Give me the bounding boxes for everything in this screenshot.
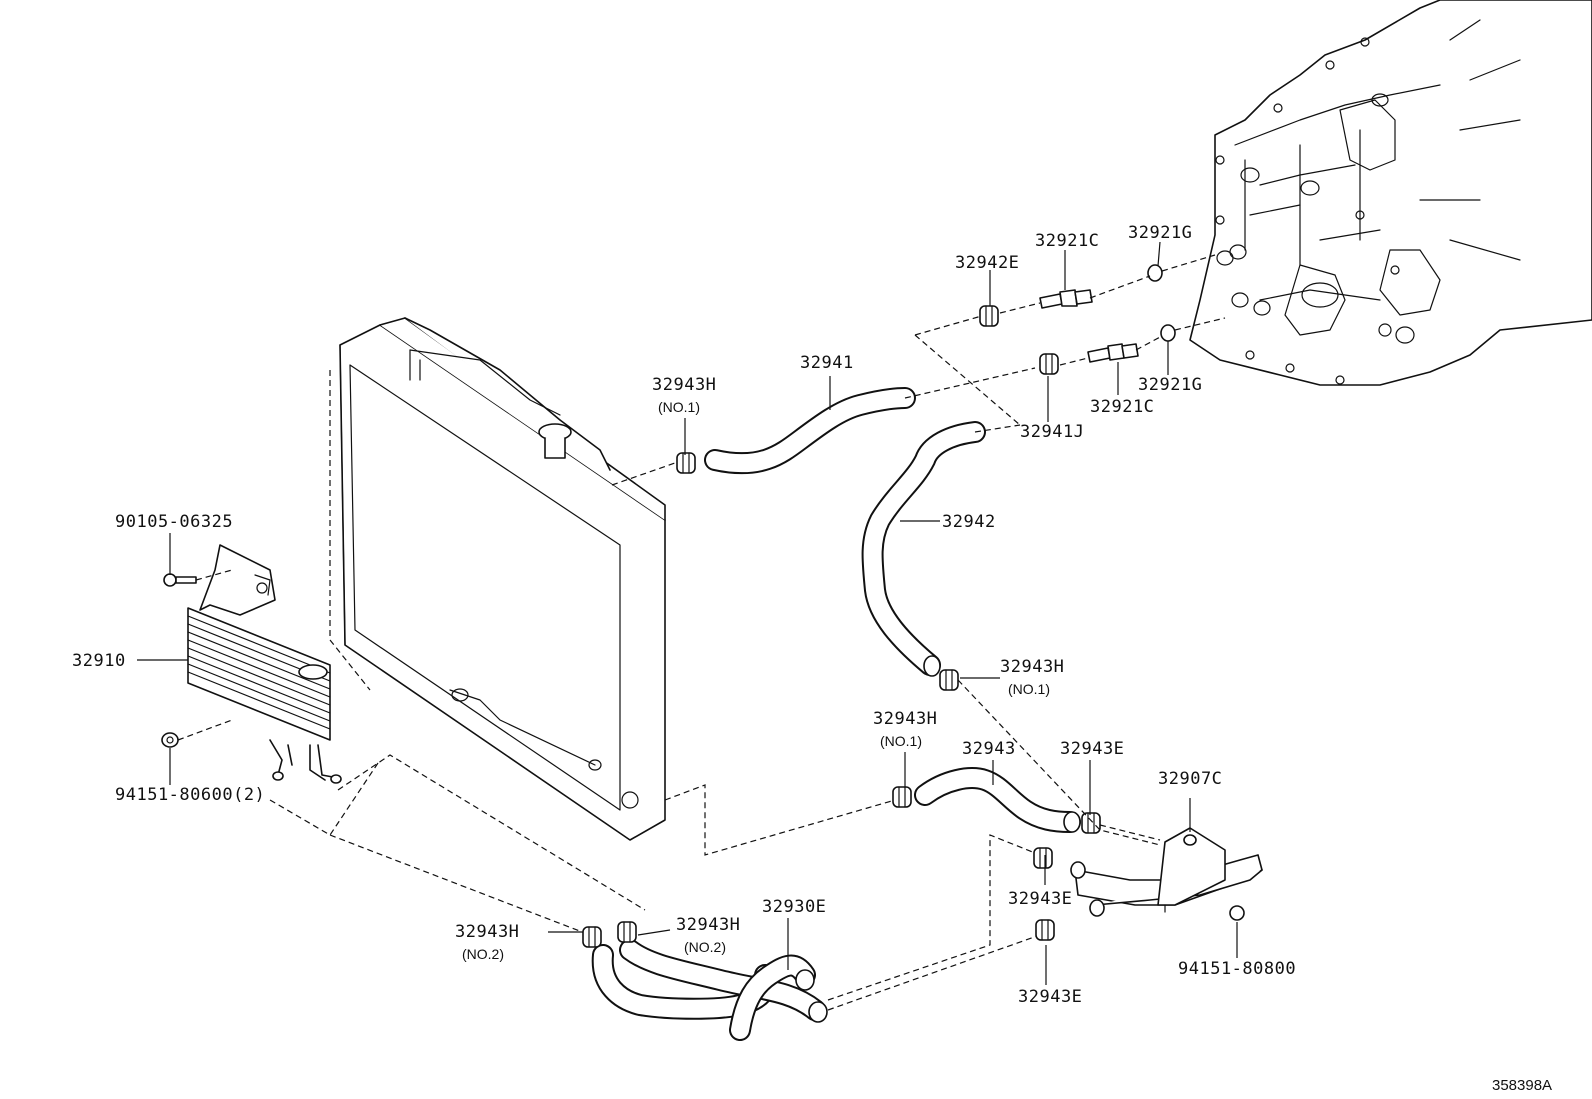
clip-32943H-top xyxy=(676,452,696,474)
label-32943E-mid: 32943E xyxy=(1060,739,1124,759)
label-no1-right: (NO.1) xyxy=(1008,681,1050,697)
clip-32943E-low xyxy=(1033,847,1053,869)
clip-32942E xyxy=(979,305,999,327)
label-94151-left: 94151-80600(2) xyxy=(115,785,265,805)
label-32921G-bottom: 32921G xyxy=(1138,375,1202,395)
label-32941: 32941 xyxy=(800,353,854,373)
label-32941J: 32941J xyxy=(1020,422,1084,442)
clip-32943E-mid xyxy=(1081,812,1101,834)
clip-32943H-right xyxy=(939,669,959,691)
label-32943E-low: 32943E xyxy=(1008,889,1072,909)
label-94151-right: 94151-80800 xyxy=(1178,959,1296,979)
radiator xyxy=(329,317,666,841)
label-32921C-bottom: 32921C xyxy=(1090,397,1154,417)
label-32930E: 32930E xyxy=(762,897,826,917)
reference-code: 358398A xyxy=(1492,1077,1552,1094)
label-32943H-mid: 32943H xyxy=(873,709,937,729)
clip xyxy=(582,305,1101,948)
bracket-32907C xyxy=(1070,827,1263,921)
clip-32943H-mid xyxy=(892,786,912,808)
clip-32943H-bc xyxy=(617,921,637,943)
label-90105: 90105-06325 xyxy=(115,512,233,532)
nut xyxy=(161,719,233,748)
clip-32943H-bl xyxy=(582,926,602,948)
tube-32930E xyxy=(269,754,1041,1041)
label-no1-top: (NO.1) xyxy=(658,399,700,415)
clip-32941J xyxy=(1039,353,1059,375)
cooler-fins xyxy=(187,607,331,741)
o-ring xyxy=(1147,264,1176,342)
label-32943H-top: 32943H xyxy=(652,375,716,395)
hose-32941 xyxy=(611,367,1036,486)
label-32942E: 32942E xyxy=(955,253,1019,273)
label-32921C-top: 32921C xyxy=(1035,231,1099,251)
leader-lines xyxy=(137,241,1238,985)
label-no1-mid: (NO.1) xyxy=(880,733,922,749)
label-32910: 32910 xyxy=(72,651,126,671)
label-32907C: 32907C xyxy=(1158,769,1222,789)
transmission-case xyxy=(1189,0,1592,386)
clip-32943E-bottom xyxy=(1035,919,1055,941)
label-32943E-bottom: 32943E xyxy=(1018,987,1082,1007)
label-32943H-right: 32943H xyxy=(1000,657,1064,677)
bolt xyxy=(163,569,233,587)
label-no2-bc: (NO.2) xyxy=(684,939,726,955)
union-fitting xyxy=(1039,289,1139,363)
label-32921G-top: 32921G xyxy=(1128,223,1192,243)
label-32942: 32942 xyxy=(942,512,996,532)
label-32943H-bc: 32943H xyxy=(676,915,740,935)
oil-cooler xyxy=(187,544,342,784)
hose-32943 xyxy=(664,767,1081,856)
label-32943: 32943 xyxy=(962,739,1016,759)
label-no2-bl: (NO.2) xyxy=(462,946,504,962)
hose-32942 xyxy=(861,421,1021,677)
label-32943H-bl: 32943H xyxy=(455,922,519,942)
